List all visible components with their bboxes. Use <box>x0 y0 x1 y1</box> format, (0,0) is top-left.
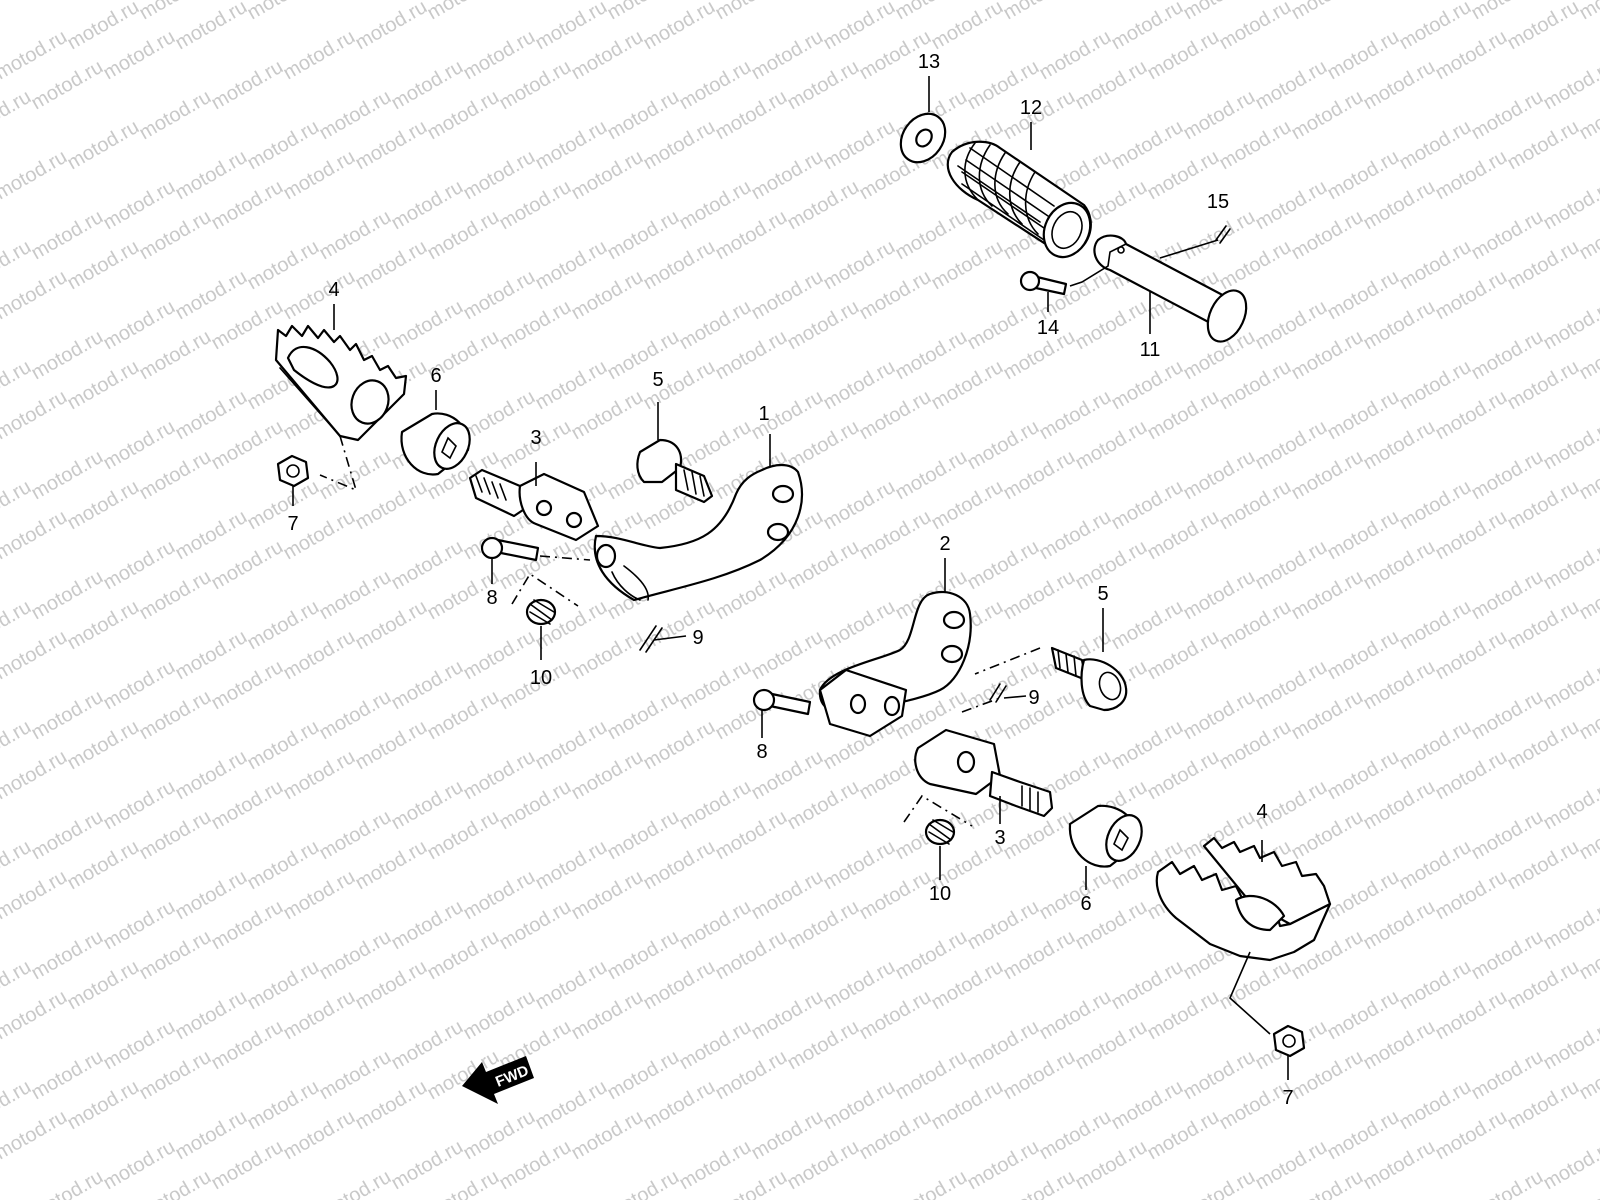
nut-part-7-left <box>276 454 310 506</box>
washer-part-13 <box>899 112 947 164</box>
callout-4-left: 4 <box>328 279 339 301</box>
callout-5-right: 5 <box>1097 583 1108 605</box>
callout-1: 1 <box>758 403 769 425</box>
callout-8-right: 8 <box>756 741 767 763</box>
callout-9-left: 9 <box>692 627 703 649</box>
right-footrest-assembly <box>752 558 1332 1080</box>
callout-11: 11 <box>1140 339 1161 361</box>
spring-part-10-left <box>511 572 579 660</box>
footrest-pin-part-11 <box>1069 234 1248 343</box>
callout-5-left: 5 <box>652 369 663 391</box>
footpeg-part-4-left <box>274 324 408 492</box>
callout-7-right: 7 <box>1282 1087 1293 1109</box>
callout-4-right: 4 <box>1256 801 1267 823</box>
callout-14: 14 <box>1037 317 1059 339</box>
left-footrest-assembly <box>274 324 803 660</box>
callout-9-right: 9 <box>1028 687 1039 709</box>
callout-labels: 1 2 3 3 4 4 5 5 6 6 7 7 8 8 9 9 10 10 11… <box>287 51 1293 1109</box>
callout-10-right: 10 <box>929 883 951 905</box>
callout-2: 2 <box>939 533 950 555</box>
clevis-pin-part-8-left <box>480 536 591 584</box>
callout-6-left: 6 <box>430 365 441 387</box>
cotter-pin-part-15 <box>1159 225 1231 259</box>
leader-lines <box>333 76 1151 410</box>
callout-12: 12 <box>1020 97 1042 119</box>
bushing-part-6-right <box>1068 804 1143 890</box>
footrest-bracket-part-2 <box>818 558 972 738</box>
pivot-shaft-part-3-right <box>914 728 1054 824</box>
callout-8-left: 8 <box>486 587 497 609</box>
cotter-pin-part-9-right <box>961 683 1027 713</box>
callout-7-left: 7 <box>287 513 298 535</box>
callout-13: 13 <box>918 51 940 73</box>
bolt-part-5-right <box>974 608 1128 712</box>
callout-3-right: 3 <box>994 827 1005 849</box>
callout-10-left: 10 <box>530 667 552 689</box>
callout-6-right: 6 <box>1080 893 1091 915</box>
footrest-bracket-part-1 <box>593 434 803 602</box>
clevis-pin-part-14 <box>1019 270 1068 296</box>
pivot-shaft-part-3-left <box>468 462 600 542</box>
clevis-pin-part-8-right <box>752 688 812 738</box>
passenger-footrest-assembly <box>899 112 1248 343</box>
spring-part-10-right <box>903 794 973 880</box>
callout-15: 15 <box>1207 191 1229 213</box>
callout-3-left: 3 <box>530 427 541 449</box>
bolt-part-5-left <box>636 402 714 504</box>
cotter-pin-part-9-left <box>639 625 687 653</box>
nut-part-7-right <box>1272 1024 1306 1080</box>
bushing-part-6-left <box>400 412 471 476</box>
forward-direction-arrow: FWD <box>462 1056 534 1104</box>
rubber-grip-part-12 <box>946 140 1092 259</box>
footpeg-part-4-right <box>1155 836 1332 1035</box>
